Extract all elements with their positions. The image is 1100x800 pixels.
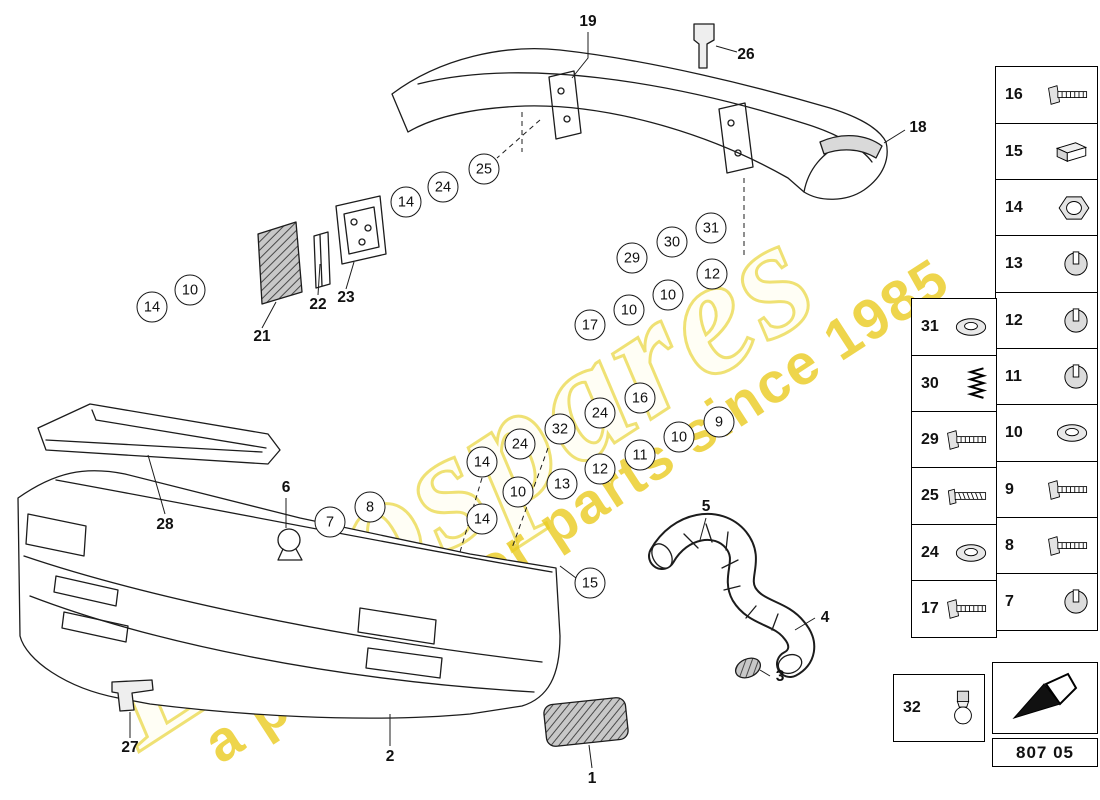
screw-icon — [945, 486, 989, 506]
legend-cell-17: 17 — [911, 579, 997, 638]
part-number: 31 — [921, 318, 939, 336]
legend-table-right: 16 15 14 13 12 11 10 9 8 7 — [995, 66, 1098, 632]
part-number: 30 — [921, 374, 939, 392]
part-number: 9 — [1005, 480, 1014, 498]
diagram-code: 807 05 — [992, 738, 1098, 767]
legend-cell-32: 32 — [893, 674, 985, 742]
part-number: 15 — [1005, 142, 1023, 160]
bolt-icon — [945, 429, 989, 451]
legend-cell-9: 9 — [995, 460, 1098, 519]
bolt-icon — [1046, 84, 1090, 106]
washer-icon — [953, 316, 989, 338]
part-number: 10 — [1005, 424, 1023, 442]
clip-icon — [1052, 140, 1090, 164]
legend-cell-24: 24 — [911, 523, 997, 582]
part-number: 32 — [903, 699, 921, 716]
part-number: 29 — [921, 430, 939, 448]
part-number: 11 — [1005, 367, 1022, 385]
legend-cell-31: 31 — [911, 298, 997, 357]
legend-cell-25: 25 — [911, 467, 997, 526]
legend-cell-30: 30 — [911, 354, 997, 413]
legend-cell-14: 14 — [995, 178, 1098, 237]
legend-cell-10: 10 — [995, 404, 1098, 463]
spring-icon — [965, 365, 989, 403]
legend-cell-13: 13 — [995, 235, 1098, 294]
direction-arrow-icon — [1012, 672, 1078, 719]
part-number: 25 — [921, 487, 939, 505]
grommet-icon — [1062, 251, 1090, 277]
legend-cell-12: 12 — [995, 291, 1098, 350]
part-number: 17 — [921, 599, 939, 617]
nut-icon — [1058, 195, 1090, 221]
bolt-icon — [1046, 535, 1090, 557]
washer-icon — [1054, 422, 1090, 444]
part-number: 24 — [921, 543, 939, 561]
part-number: 8 — [1005, 536, 1014, 554]
part-number: 13 — [1005, 255, 1023, 273]
grommet-icon — [1062, 589, 1090, 615]
bolt-icon — [945, 598, 989, 620]
bulb-icon — [949, 689, 977, 727]
part-number: 7 — [1005, 593, 1014, 611]
legend-table-left: 31 30 29 25 24 17 — [911, 298, 997, 638]
legend-cell-16: 16 — [995, 66, 1098, 125]
legend-cell-7: 7 — [995, 573, 1098, 632]
legend-cell-29: 29 — [911, 410, 997, 469]
part-number: 12 — [1005, 311, 1023, 329]
part-number: 16 — [1005, 86, 1023, 104]
washer-icon — [953, 542, 989, 564]
legend-cell-11: 11 — [995, 347, 1098, 406]
legend-cell-15: 15 — [995, 122, 1098, 181]
orientation-arrow-box — [992, 662, 1098, 734]
legend-cell-8: 8 — [995, 516, 1098, 575]
part-number: 14 — [1005, 198, 1023, 216]
bolt-icon — [1046, 479, 1090, 501]
grommet-icon — [1062, 308, 1090, 334]
grommet-icon — [1062, 364, 1090, 390]
